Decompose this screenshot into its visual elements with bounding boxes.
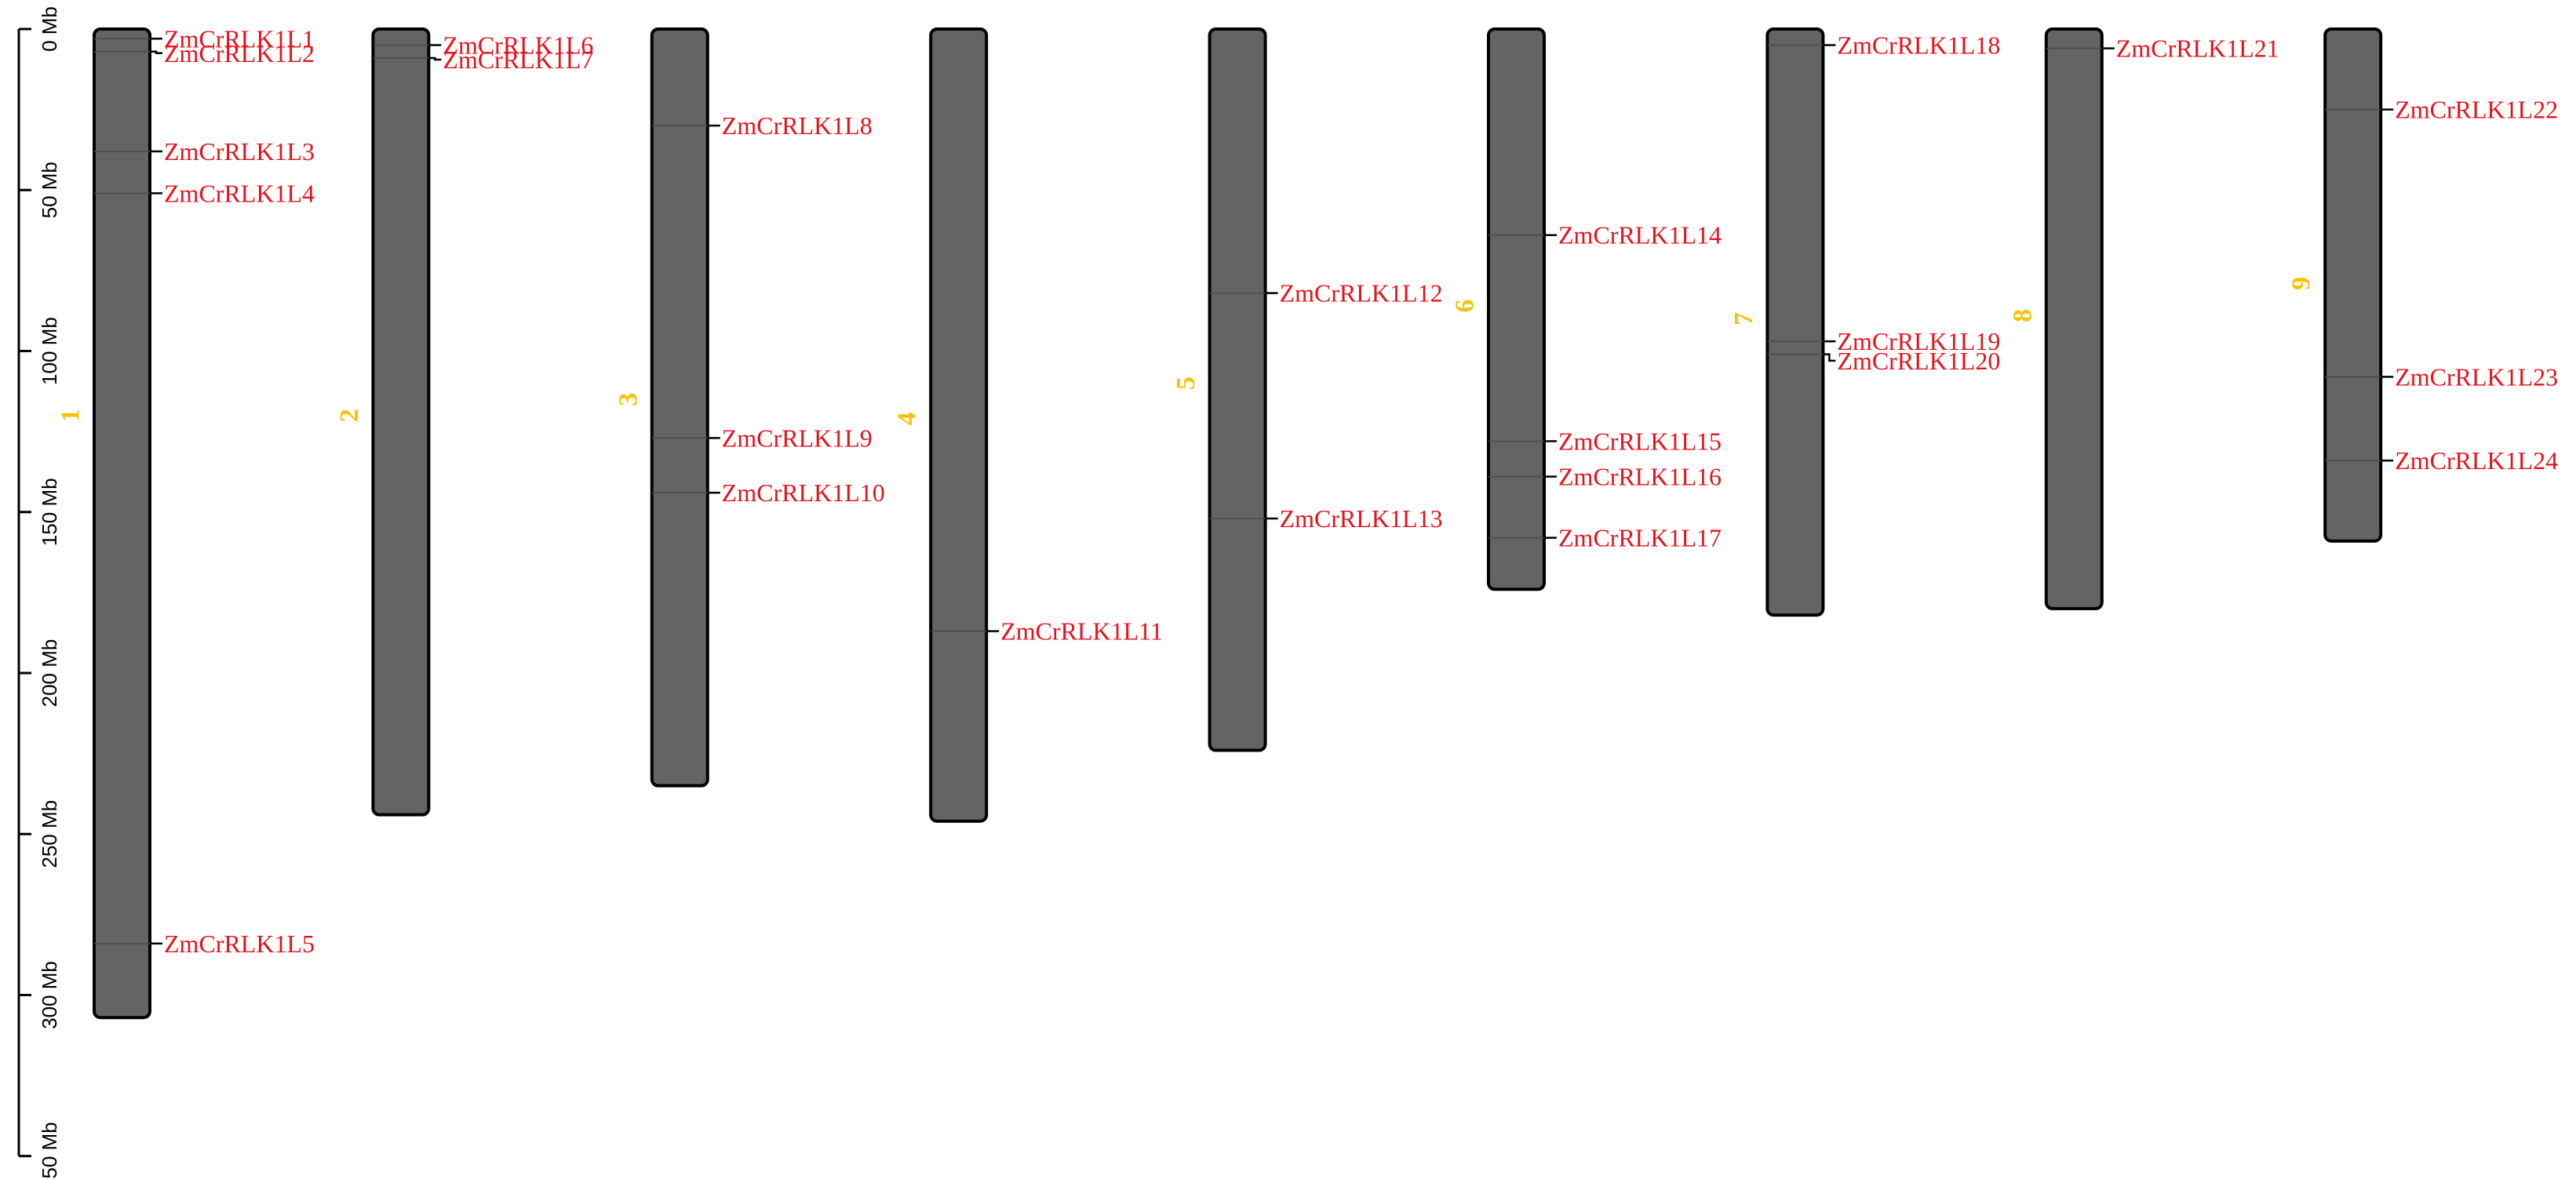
axis-tick-label: 350 Mb [38,1122,61,1179]
axis-tick-label: 50 Mb [38,162,61,218]
scale-axis: 0 Mb 50 Mb 100 Mb 150 Mb 200 Mb 250 Mb 300 Mb 3… [17,6,61,1179]
chromosome-label: 6 [1451,300,1480,313]
gene-label: ZmCrRLK1L11 [1000,617,1163,646]
gene-connector [1823,353,1836,362]
gene-label: ZmCrRLK1L6 [443,31,593,60]
gene-label: ZmCrRLK1L9 [722,424,873,452]
axis-tick-label: 0 Mb [38,6,61,52]
chromosome-label: 5 [1171,377,1201,390]
chromosome-body [2323,27,2383,543]
chromosome-label: 4 [893,412,922,425]
gene-label: ZmCrRLK1L24 [2395,446,2558,475]
chromosome-body [650,27,709,788]
gene-label: ZmCrRLK1L22 [2395,96,2558,124]
gene-label: ZmCrRLK1L14 [1558,221,1722,249]
gene-label: ZmCrRLK1L5 [164,930,315,958]
axis-tick-label: 250 Mb [38,800,61,868]
gene-label: ZmCrRLK1L19 [1837,327,2000,355]
gene-connector [428,56,442,61]
gene-label: ZmCrRLK1L10 [722,479,885,507]
gene-label: ZmCrRLK1L8 [722,111,873,140]
gene-label: ZmCrRLK1L15 [1558,427,1722,455]
gene-label: ZmCrRLK1L23 [2395,362,2558,391]
gene-label: ZmCrRLK1L21 [2116,35,2279,63]
chromosome-6: 6 ZmCrRLK1L14ZmCrRLK1L15ZmCrRLK1L16ZmCrRL… [1451,27,1722,591]
gene-label: ZmCrRLK1L7 [443,45,593,74]
gene-label: ZmCrRLK1L18 [1837,31,2000,60]
chromosome-label: 2 [335,409,364,422]
chromosomes: 1ZmCrRLK1L1ZmCrRLK1L2ZmCrRLK1L3ZmCrRLK1L… [56,24,2558,1020]
chromosome-body [371,27,431,817]
axis-tick-label: 150 Mb [38,478,61,546]
gene-label: ZmCrRLK1L4 [164,179,315,207]
chromosome-label: 9 [2287,277,2316,290]
axis-tick-label: 100 Mb [38,317,61,385]
chromosome-1: 1 ZmCrRLK1L1ZmCrRLK1L2ZmCrRLK1L3ZmCrRLK1L… [56,24,315,1020]
chromosome-body [93,27,151,1020]
axis-tick-label: 200 Mb [38,639,61,708]
chromosome-body [1765,27,1825,617]
gene-label: ZmCrRLK1L16 [1558,463,1722,491]
chromosome-label: 3 [614,393,643,406]
chromosome-label: 7 [1729,312,1758,326]
gene-label: ZmCrRLK1L20 [1837,347,2000,375]
gene-label: ZmCrRLK1L1 [164,24,315,53]
gene-connector [150,50,162,55]
gene-label: ZmCrRLK1L17 [1558,524,1722,552]
chromosome-body [929,27,989,823]
gene-label: ZmCrRLK1L12 [1280,279,1443,307]
chromosome-body [1208,27,1267,752]
axis-tick-label: 300 Mb [38,961,61,1029]
chromosome-8: 8 ZmCrRLK1L21 [2008,27,2279,610]
chromosome-label: 8 [2008,309,2037,322]
chromosome-label: 1 [56,409,86,422]
gene-label: ZmCrRLK1L2 [164,39,315,67]
chromosome-body [1487,27,1546,591]
chromosome-body [2044,27,2104,610]
gene-label: ZmCrRLK1L13 [1280,504,1443,533]
gene-label: ZmCrRLK1L3 [164,137,315,166]
